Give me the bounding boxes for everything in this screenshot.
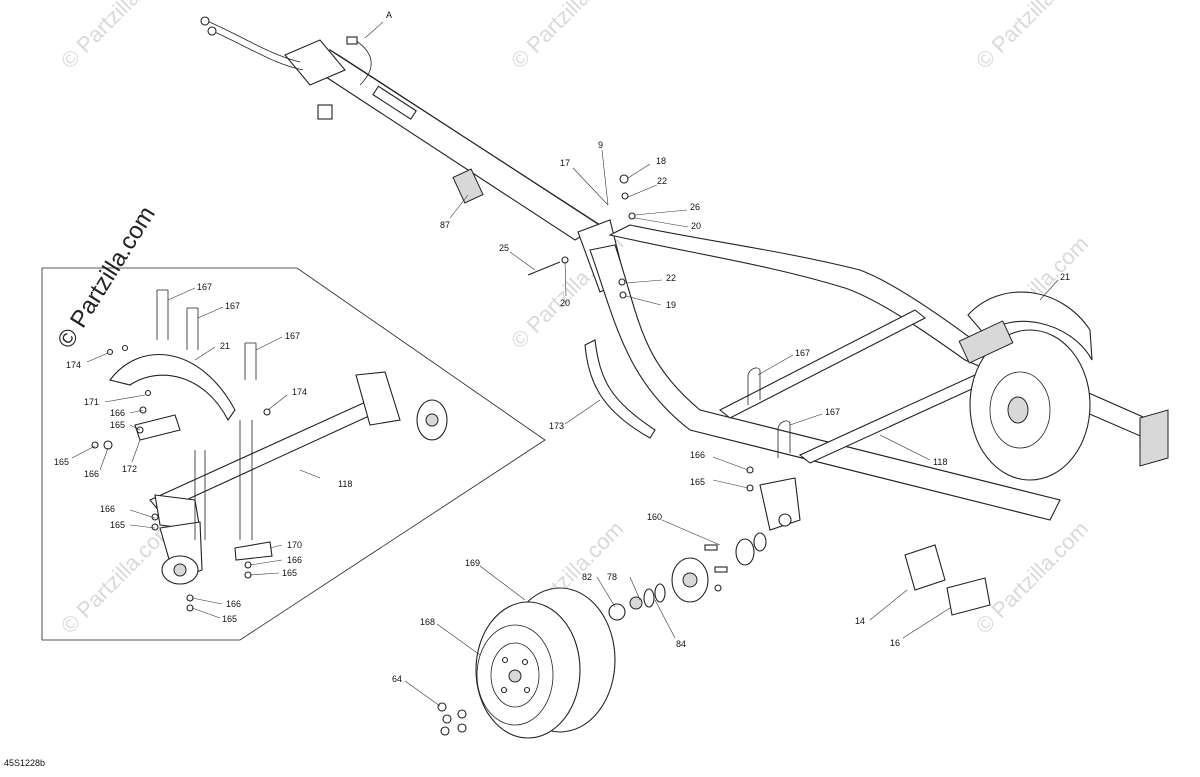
callout-label: 87 [440, 220, 450, 230]
watermark-text: © Partzilla.com [56, 0, 179, 74]
callout-label: 82 [582, 572, 592, 582]
callout-label: 118 [933, 457, 947, 467]
callout-label: 9 [598, 140, 603, 150]
watermark-text: © Partzilla.com [56, 516, 179, 639]
callout-label: 20 [560, 298, 570, 308]
callout-label: 166 [100, 504, 115, 514]
watermark-text: © Partzilla.com [506, 0, 629, 74]
callout-label: 174 [66, 360, 81, 370]
callout-label: 16 [890, 638, 900, 648]
brand-watermark: © Partzilla.com [52, 202, 161, 353]
callout-label: 165 [54, 457, 69, 467]
callout-label: 22 [666, 273, 676, 283]
inset-axle-assembly [91, 289, 448, 612]
callout-label: 167 [825, 407, 840, 417]
callout-label: 17 [560, 158, 570, 168]
leader-lines [71, 21, 1059, 707]
callout-label: 165 [690, 477, 705, 487]
callout-label: 173 [549, 421, 564, 431]
watermark-text: © Partzilla.com [971, 0, 1094, 74]
callout-label: 170 [287, 540, 302, 550]
callout-label: 166 [690, 450, 705, 460]
callout-label: 166 [110, 408, 125, 418]
trailer-frame [200, 16, 1169, 616]
callout-label: 168 [420, 617, 435, 627]
diagram-code: 45S1228b [4, 758, 45, 768]
callout-label: 64 [392, 674, 402, 684]
callout-label: 166 [287, 555, 302, 565]
callout-label: 19 [666, 300, 676, 310]
callout-label: 165 [110, 520, 125, 530]
callout-label: 78 [607, 572, 617, 582]
callout-label: 165 [282, 568, 297, 578]
callout-label: 165 [110, 420, 125, 430]
callout-label: 118 [338, 479, 352, 489]
callout-labels: A 87 17 9 18 22 26 20 25 20 22 19 21 167… [54, 10, 1070, 684]
callout-label: 84 [676, 639, 686, 649]
hub-wheel-assembly [437, 532, 767, 739]
callout-label: 167 [197, 282, 212, 292]
callout-label: 21 [220, 341, 230, 351]
callout-label: 167 [795, 348, 810, 358]
callout-label: 166 [226, 599, 241, 609]
callout-label: 21 [1060, 272, 1070, 282]
callout-label: 165 [222, 614, 237, 624]
callout-label: 167 [225, 301, 240, 311]
callout-label: 22 [657, 176, 667, 186]
callout-label: 167 [285, 331, 300, 341]
callout-label: 26 [690, 202, 700, 212]
callout-label: 25 [499, 243, 509, 253]
callout-label: 160 [647, 512, 662, 522]
inset-axle-detail-panel [41, 267, 546, 641]
watermark-text: © Partzilla.com [971, 516, 1094, 639]
callout-label: 174 [292, 387, 307, 397]
callout-label: 18 [656, 156, 666, 166]
callout-label: 20 [691, 221, 701, 231]
callout-label: 172 [122, 464, 137, 474]
callout-label: 171 [84, 397, 99, 407]
callout-label: 14 [855, 616, 865, 626]
callout-label: 169 [465, 558, 480, 568]
callout-label: A [386, 10, 392, 20]
callout-label: 166 [84, 469, 99, 479]
